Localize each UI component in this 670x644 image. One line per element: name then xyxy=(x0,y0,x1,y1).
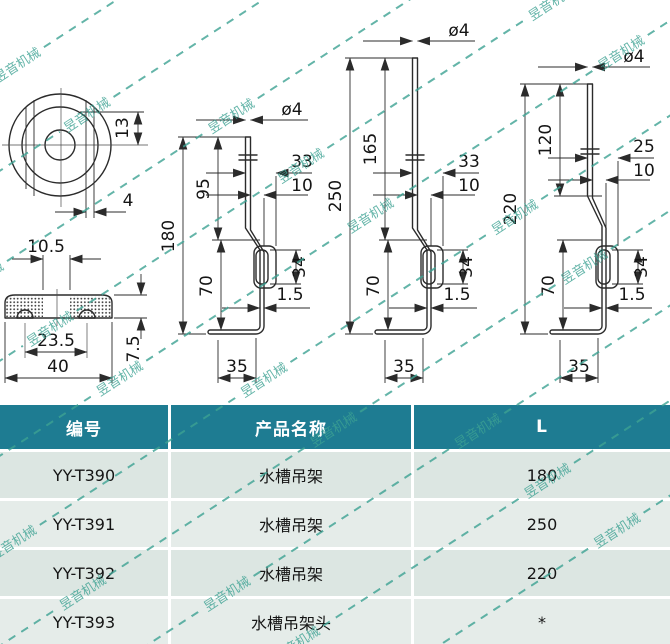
row-1-length: 250 xyxy=(414,501,670,547)
dim-label-23p5: 23.5 xyxy=(37,331,75,351)
dim-label-dia: ø4 xyxy=(448,21,469,41)
dim-label-dia: ø4 xyxy=(623,47,644,67)
hook-slot xyxy=(422,249,436,285)
dim-label-thickness: 1.5 xyxy=(618,285,645,305)
row-2-length: 220 xyxy=(414,550,670,596)
top-view-slots xyxy=(25,100,95,218)
row-3-code: YY-T393 xyxy=(0,599,168,644)
dim-top-height: 13 xyxy=(80,111,144,146)
dim-label-total: 180 xyxy=(159,220,179,252)
side-view: 10.5 23.5 40 7.5 xyxy=(4,237,147,383)
row-1-name: 水槽吊架 xyxy=(171,501,411,547)
dim-label-foot: 35 xyxy=(226,357,248,377)
dim-label-upper: 120 xyxy=(536,124,556,156)
dim-side-height: 7.5 xyxy=(114,274,147,363)
dim-label-hook: 34 xyxy=(632,256,652,278)
dim-label-thickness: 1.5 xyxy=(276,285,303,305)
row-3-name: 水槽吊架头 xyxy=(171,599,411,644)
dim-label-upper: 95 xyxy=(194,178,214,200)
dim-label-lower: 70 xyxy=(364,275,384,297)
collar-ticks xyxy=(580,148,600,155)
drawing-canvas: 13 4 10.5 xyxy=(2,21,655,383)
bracket-view-b: ø4 250 165 33 10 34 70 1.5 35 xyxy=(326,21,480,383)
dim-label-10p5: 10.5 xyxy=(27,237,65,257)
bracket-part xyxy=(207,136,265,335)
dim-label-width: 33 xyxy=(458,152,480,172)
dim-side-spacing: 23.5 xyxy=(24,331,88,357)
dim-label-13: 13 xyxy=(113,117,133,139)
row-0-code: YY-T390 xyxy=(0,452,168,498)
hook-slot xyxy=(255,249,269,285)
dim-label-width: 25 xyxy=(633,137,655,157)
product-table: 编号 产品名称 L YY-T390 水槽吊架 180 YY-T391 水槽吊架 … xyxy=(0,405,670,644)
dim-side-slot-width: 10.5 xyxy=(12,237,101,290)
col-header-length: L xyxy=(414,405,670,449)
row-3-length: * xyxy=(414,599,670,644)
dim-label-total: 220 xyxy=(501,193,521,225)
dim-label-offset: 10 xyxy=(633,161,655,181)
col-header-name: 产品名称 xyxy=(171,405,411,449)
dim-label-7p5: 7.5 xyxy=(124,335,144,362)
collar-ticks xyxy=(405,154,425,161)
row-2-name: 水槽吊架 xyxy=(171,550,411,596)
dim-label-width: 33 xyxy=(291,152,313,172)
dim-label-foot: 35 xyxy=(393,357,415,377)
dim-label-dia: ø4 xyxy=(281,100,302,120)
extension-lines xyxy=(178,136,301,383)
top-view: 13 4 xyxy=(2,88,148,218)
dim-label-total: 250 xyxy=(326,180,346,212)
dim-label-offset: 10 xyxy=(291,176,313,196)
dim-label-40: 40 xyxy=(47,357,69,377)
dim-label-hook: 34 xyxy=(457,256,477,278)
dim-label-lower: 70 xyxy=(539,275,559,297)
row-1-code: YY-T391 xyxy=(0,501,168,547)
row-0-length: 180 xyxy=(414,452,670,498)
bracket-view-a: ø4 180 95 33 10 34 70 1.5 35 xyxy=(159,100,313,383)
dim-label-lower: 70 xyxy=(197,275,217,297)
dim-label-upper: 165 xyxy=(361,133,381,165)
dim-label-foot: 35 xyxy=(568,357,590,377)
col-header-code: 编号 xyxy=(0,405,168,449)
row-2-code: YY-T392 xyxy=(0,550,168,596)
collar-ticks xyxy=(238,154,258,161)
hook-slot xyxy=(597,249,611,285)
bracket-view-c: ø4 220 120 25 10 34 70 1.5 35 xyxy=(501,47,655,383)
dim-label-thickness: 1.5 xyxy=(443,285,470,305)
dim-label-4: 4 xyxy=(123,191,134,211)
dim-label-hook: 34 xyxy=(290,256,310,278)
row-0-name: 水槽吊架 xyxy=(171,452,411,498)
dim-label-offset: 10 xyxy=(458,176,480,196)
